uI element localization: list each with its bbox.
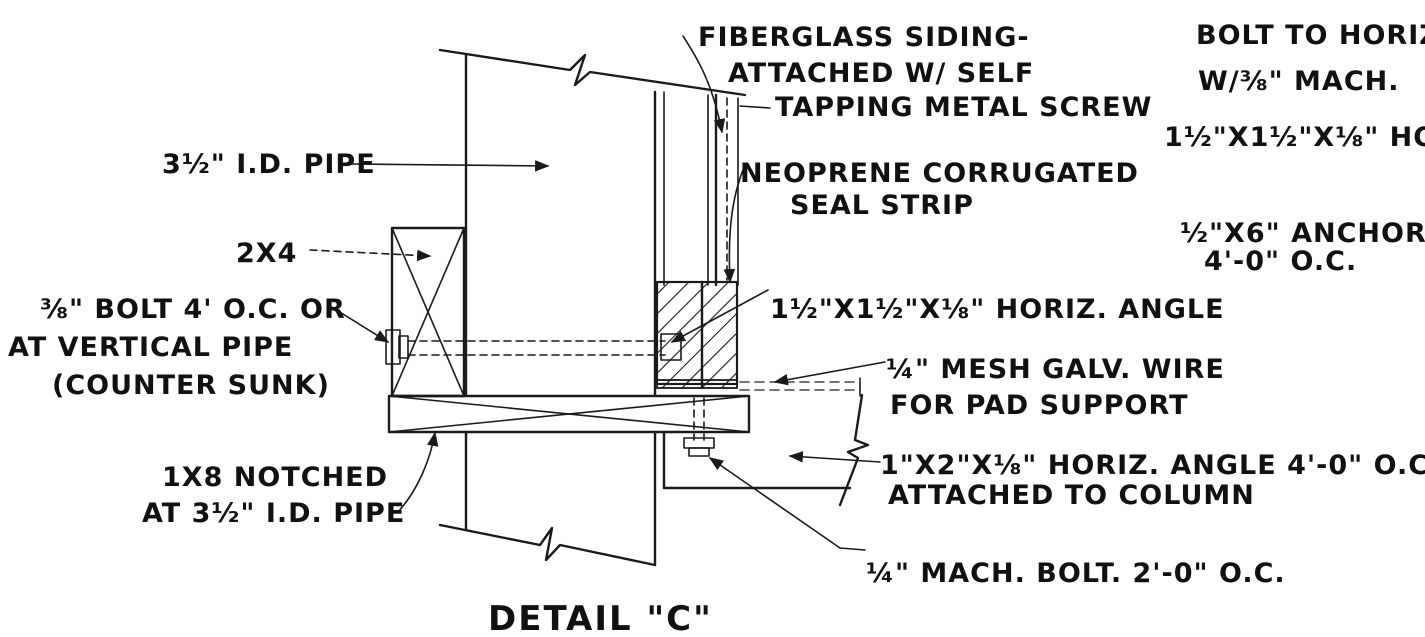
label-column-angle-2: ATTACHED TO COLUMN <box>888 480 1255 511</box>
label-column-angle-1: 1"X2"X⅛" HORIZ. ANGLE 4'-0" O.C. <box>880 450 1425 481</box>
label-siding-2: ATTACHED W/ SELF <box>728 58 1034 89</box>
leader-mach-bolt <box>708 457 866 551</box>
cropped-text-3: 1½"X1½"X⅛" HO <box>1164 122 1425 153</box>
leader-notched <box>397 431 439 513</box>
label-mesh-1: ¼" MESH GALV. WIRE <box>886 354 1225 385</box>
detail-title: DETAIL "C" <box>488 599 713 637</box>
leader-two-by-four <box>309 249 432 262</box>
label-two-by-four: 2X4 <box>236 238 297 269</box>
labels: FIBERGLASS SIDING- ATTACHED W/ SELF TAPP… <box>8 20 1425 637</box>
mach-bolt-nut <box>683 437 715 449</box>
label-siding-3: TAPPING METAL SCREW <box>775 92 1152 123</box>
label-bolt-3: (COUNTER SUNK) <box>52 370 330 401</box>
column-angle-break <box>838 393 870 507</box>
leader-horiz-angle <box>670 289 769 343</box>
label-siding-1: FIBERGLASS SIDING- <box>698 22 1030 53</box>
bolt-nut-left <box>398 335 409 359</box>
label-bolt-1: ⅜" BOLT 4' O.C. OR <box>40 294 346 325</box>
break-line-bottom <box>438 523 657 567</box>
bolt-head-left <box>385 329 401 365</box>
break-line-top <box>438 48 747 97</box>
label-pipe: 3½" I.D. PIPE <box>162 149 376 180</box>
label-neoprene-1: NEOPRENE CORRUGATED <box>740 158 1139 189</box>
leader-pipe <box>351 160 550 172</box>
label-horiz-angle: 1½"X1½"X⅛" HORIZ. ANGLE <box>770 294 1225 325</box>
board-cross-2 <box>388 395 750 433</box>
leader-neoprene <box>723 164 746 284</box>
label-notched-1: 1X8 NOTCHED <box>162 462 388 493</box>
label-neoprene-2: SEAL STRIP <box>790 190 974 221</box>
leader-bolt <box>329 305 390 343</box>
leader-siding-screw <box>739 105 771 109</box>
leader-lines <box>309 35 886 551</box>
cropped-text-5: 4'-0" O.C. <box>1204 246 1357 277</box>
horiz-angle-bottom-leg <box>656 379 738 389</box>
leader-mesh <box>773 361 886 386</box>
leader-siding <box>682 35 726 134</box>
two-by-four-cross-2 <box>391 227 465 397</box>
cropped-text-4: ½"X6" ANCHOR <box>1180 218 1425 249</box>
cropped-text-2: W/⅜" MACH. <box>1198 66 1400 97</box>
label-bolt-2: AT VERTICAL PIPE <box>8 332 293 363</box>
label-notched-2: AT 3½" I.D. PIPE <box>142 498 405 529</box>
leader-column-angle <box>788 451 881 463</box>
label-mach-bolt: ¼" MACH. BOLT. 2'-0" O.C. <box>866 558 1286 589</box>
label-mesh-2: FOR PAD SUPPORT <box>890 390 1189 421</box>
mach-bolt-head <box>688 447 710 457</box>
one-by-eight-board <box>387 394 751 434</box>
cropped-text-1: BOLT TO HORIZ <box>1196 20 1425 51</box>
neoprene-seal-block <box>655 280 739 386</box>
